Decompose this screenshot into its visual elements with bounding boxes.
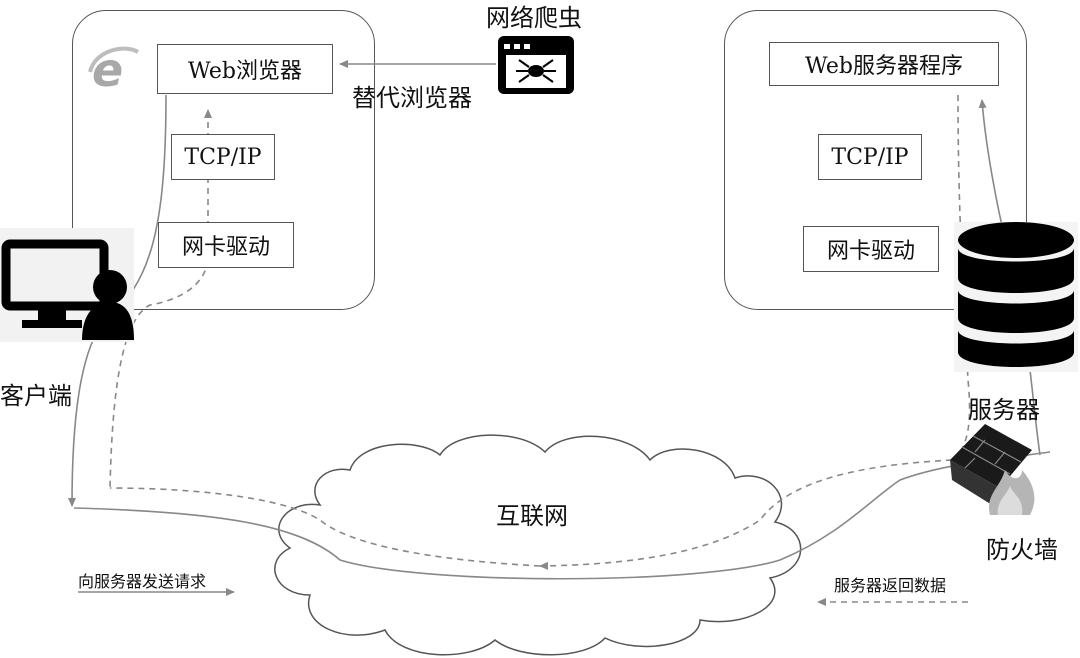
spider-window-icon: [498, 36, 574, 94]
firewall-caption: 防火墙: [986, 536, 1058, 564]
server-caption: 服务器: [968, 396, 1040, 424]
monitor-user-icon: [0, 228, 134, 342]
response-dashed-into-client: [109, 487, 541, 567]
firewall-icon: [950, 424, 1035, 515]
request-solid-path: [73, 451, 1051, 580]
request-legend-label: 向服务器发送请求: [78, 572, 207, 591]
server-tcp-ip-box: TCP/IP: [818, 134, 922, 180]
internet-label: 互联网: [496, 502, 568, 530]
crawler-title: 网络爬虫: [486, 4, 582, 32]
web-server-program-box: Web服务器程序: [769, 42, 999, 86]
response-legend-label: 服务器返回数据: [834, 576, 947, 595]
ie-logo-icon: e: [88, 43, 140, 97]
client-dashed-lower: [109, 259, 209, 489]
web-browser-box: Web浏览器: [157, 44, 333, 94]
response-dashed-path: [539, 459, 953, 570]
client-caption: 客户端: [0, 382, 72, 410]
server-nic-driver-box: 网卡驱动: [803, 226, 939, 272]
client-nic-driver-box: 网卡驱动: [158, 222, 294, 268]
internet-cloud-icon: [274, 434, 802, 656]
client-tcp-ip-box: TCP/IP: [171, 134, 275, 180]
database-stack-icon: [954, 222, 1078, 372]
crawler-subtitle: 替代浏览器: [352, 84, 472, 112]
